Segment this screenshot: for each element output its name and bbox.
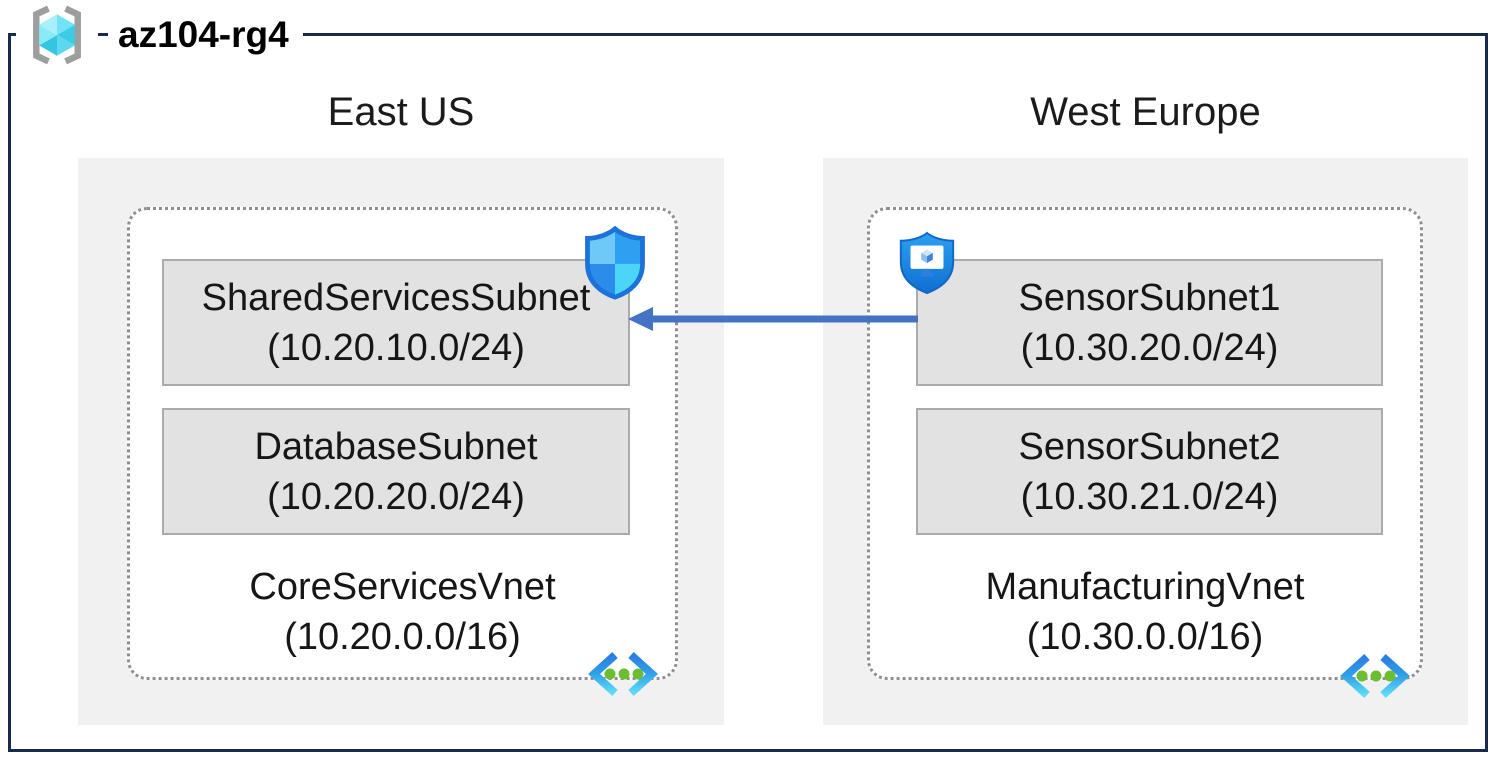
subnet-cidr: (10.20.10.0/24): [267, 326, 525, 369]
subnet-name: SensorSubnet1: [1018, 276, 1281, 319]
vnet-box-coreservicesvnet: SharedServicesSubnet (10.20.10.0/24) Dat…: [127, 207, 678, 680]
vnet-label-manufacturingvnet: ManufacturingVnet (10.30.0.0/16): [870, 562, 1420, 662]
region-label-east-us: East US: [327, 90, 475, 134]
resource-group-header: az104-rg4: [16, 4, 303, 66]
subnet-sharedservicessubnet: SharedServicesSubnet (10.20.10.0/24): [162, 259, 630, 386]
network-security-group-shield-icon: [584, 225, 646, 300]
region-label-west-europe: West Europe: [1030, 90, 1261, 134]
resource-group-border: [8, 33, 1488, 752]
vnet-cidr: (10.20.0.0/16): [284, 616, 521, 658]
application-security-group-shield-icon: [897, 231, 957, 295]
vnet-cidr: (10.30.0.0/16): [1026, 616, 1264, 658]
resource-group-icon: [16, 4, 98, 66]
virtual-network-chevrons-icon: [1340, 653, 1410, 699]
subnet-cidr: (10.30.21.0/24): [1020, 475, 1279, 518]
peering-arrow: [628, 307, 918, 331]
vnet-name: ManufacturingVnet: [985, 566, 1305, 608]
subnet-cidr: (10.30.20.0/24): [1020, 326, 1279, 369]
resource-group-title: az104-rg4: [108, 7, 303, 63]
subnet-sensorsubnet2: SensorSubnet2 (10.30.21.0/24): [916, 408, 1383, 535]
subnet-name: SharedServicesSubnet: [201, 276, 591, 319]
subnet-databasesubnet: DatabaseSubnet (10.20.20.0/24): [162, 408, 630, 535]
subnet-name: SensorSubnet2: [1018, 425, 1281, 468]
virtual-network-chevrons-icon: [588, 651, 658, 697]
subnet-name: DatabaseSubnet: [254, 425, 538, 468]
subnet-cidr: (10.20.20.0/24): [267, 475, 525, 518]
subnet-sensorsubnet1: SensorSubnet1 (10.30.20.0/24): [916, 259, 1383, 386]
vnet-label-coreservicesvnet: CoreServicesVnet (10.20.0.0/16): [130, 562, 675, 662]
vnet-name: CoreServicesVnet: [249, 566, 556, 608]
vnet-box-manufacturingvnet: SensorSubnet1 (10.30.20.0/24) SensorSubn…: [867, 207, 1423, 680]
